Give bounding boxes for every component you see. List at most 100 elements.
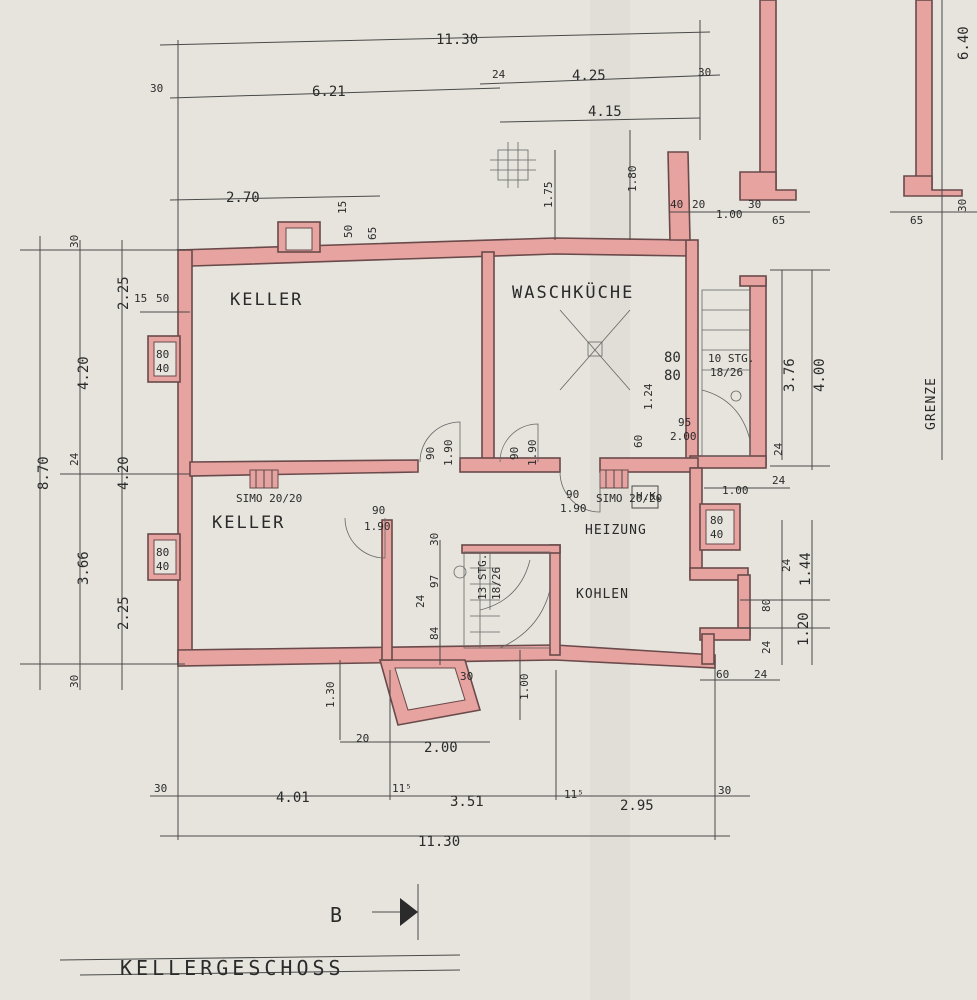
room-kohlen: KOHLEN [576,587,629,602]
wall-kohlen-right [737,574,751,636]
dim-left-15: 15 [134,292,147,305]
dim-4-15: 4.15 [588,104,622,120]
dim-b-20: 20 [356,732,369,745]
dim-r-24d: 24 [760,640,773,654]
room-keller-bottom: KELLER [212,513,285,533]
dim-1-75: 1.75 [542,182,555,209]
vent-grid [490,142,536,188]
room-waschkueche: WASCHKÜCHE [512,281,634,303]
wall-lower-vertical [381,519,393,661]
dim-overall-bottom: 11.30 [418,834,460,850]
stair-wall-bottom [689,455,767,469]
dim-1-80: 1.80 [626,166,639,193]
dim-bot-30a: 30 [154,782,167,795]
dim-2-00a: 2.00 [670,430,697,443]
dim-left-2-25b: 2.25 [116,596,132,630]
stair-wall-top [739,275,767,287]
dim-1-00a: 1.00 [716,208,743,221]
dim-bot-11-5a: 11⁵ [392,782,412,795]
dim-left-4-20b: 4.20 [116,456,132,490]
chimney-top-inner [285,227,313,251]
window-left-bottom-inner [153,539,177,575]
dim-r-3-76: 3.76 [782,358,798,392]
dim-top-24: 24 [492,68,506,81]
hk-box [631,485,659,509]
dim-left-50: 50 [156,292,169,305]
dim-door4-90: 90 [372,504,385,517]
dim-1-24: 1.24 [642,383,655,410]
note-stair-bottom-ratio: 18/26 [490,567,503,600]
section-marker-arrow [372,884,419,940]
label-grenze: GRENZE [924,377,939,430]
wall-mid-horizontal-3 [599,457,699,473]
dim-bot-2-95: 2.95 [620,798,654,814]
dim-65: 65 [366,227,379,240]
wall-mid-horizontal-2 [459,457,561,473]
neighbour-wall-1b [739,171,797,201]
dim-r-24b: 24 [772,474,786,487]
door-swings [344,421,601,559]
door-swing-2 [499,423,539,463]
dim-r-1-44: 1.44 [798,552,814,586]
dim-s-97: 97 [428,575,441,588]
dim-left-24: 24 [68,452,81,466]
door-swing-4 [344,517,386,559]
dim-50: 50 [342,225,355,238]
dim-door3-90: 90 [566,488,579,501]
neighbour-wall-2 [915,0,933,191]
dim-r-24a: 24 [772,442,785,456]
dim-2-70: 2.70 [226,190,260,206]
dim-r-1-00: 1.00 [722,484,749,497]
chimney-right [667,151,691,241]
dim-door2-90: 90 [508,447,521,460]
neighbour-wall-2b [903,175,963,197]
dim-win-bot-80: 80 [156,546,169,559]
wall-mid-horizontal [189,459,419,477]
dimension-lines [20,0,977,976]
dim-win-right-40: 40 [710,528,723,541]
dim-30c: 30 [748,198,761,211]
room-keller-top: KELLER [230,290,303,310]
note-stair-top: 10 STG. [708,352,754,365]
paper-fold [590,0,630,1000]
dim-95: 95 [678,416,691,429]
wall-kohlen-right2 [701,633,715,665]
dim-left-3-66: 3.66 [76,551,92,585]
dim-bot-30b: 30 [718,784,731,797]
dim-door4-190: 1.90 [364,520,391,533]
dim-6-40: 6.40 [956,26,972,60]
dim-left-30b: 30 [68,675,81,688]
dim-win-top-80: 80 [156,348,169,361]
dim-w-80b: 80 [664,368,681,384]
dim-40: 40 [670,198,683,211]
dim-left-4-20a: 4.20 [76,356,92,390]
window-left-top-inner [153,341,177,377]
door-swing-3 [559,471,601,513]
light-well-inner [394,667,466,711]
dim-b-1-30: 1.30 [324,682,337,709]
dim-65b: 65 [772,214,785,227]
dim-6-21: 6.21 [312,84,346,100]
room-heizung: HEIZUNG [585,523,647,538]
note-simo-left: SIMO 20/20 [236,492,302,505]
dim-door3-190: 1.90 [560,502,587,515]
wall-kohlen-step [689,567,749,581]
note-stair-bottom: 13 STG. [476,554,489,600]
stair-box-top [461,544,561,554]
wall-mid-vertical [481,251,495,471]
dim-20: 20 [692,198,705,211]
note-hk: H.K. [636,490,663,503]
dim-8-70: 8.70 [36,456,52,490]
dim-bot-3-51: 3.51 [450,794,484,810]
dim-door1-190: 1.90 [442,440,455,467]
dim-win-bot-40: 40 [156,560,169,573]
walls [147,0,963,726]
dim-b-2-00: 2.00 [424,740,458,756]
dim-r-4-00: 4.00 [812,358,828,392]
dim-r-24c: 24 [780,558,793,572]
dim-door1-90: 90 [424,447,437,460]
dim-win-right-80: 80 [710,514,723,527]
drawing-title: KELLERGESCHOSS [120,956,345,980]
section-marker-label: B [330,903,346,927]
